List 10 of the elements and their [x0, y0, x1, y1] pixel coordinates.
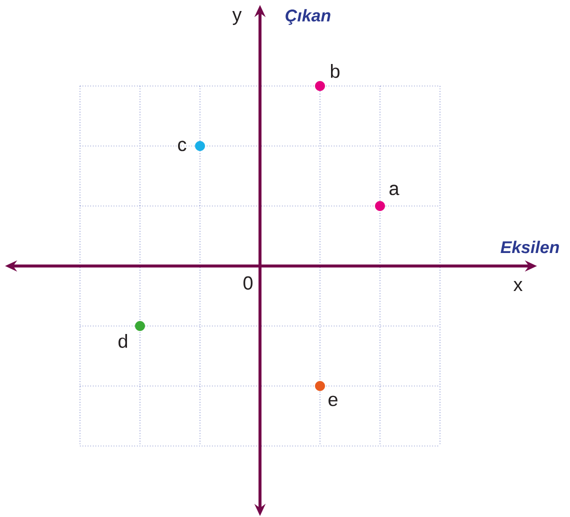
point-label: c	[178, 140, 186, 152]
axis-label: 0	[243, 276, 253, 290]
axis-label: y	[232, 11, 242, 25]
direction-label: Eksilen	[500, 240, 559, 254]
point-label: d	[118, 334, 128, 348]
point-label: b	[330, 64, 340, 78]
point-label: e	[328, 396, 338, 406]
direction-label: Çıkan	[286, 9, 330, 25]
axis-label: x	[514, 281, 523, 291]
point-label: a	[390, 184, 400, 196]
